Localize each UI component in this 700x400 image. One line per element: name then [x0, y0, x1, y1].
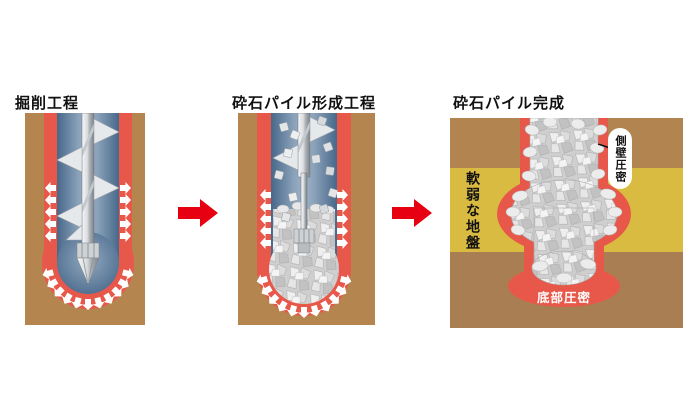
soft-ground-label: 軟弱な地盤	[465, 171, 481, 251]
arrow-right-icon	[392, 199, 432, 227]
drill-bit	[76, 242, 100, 285]
falling-gravel-stones	[274, 115, 339, 222]
panel-pile-formation	[238, 113, 375, 325]
bottom-compaction-label: 底部圧密	[536, 291, 591, 305]
arrow-right-icon	[178, 199, 218, 227]
panel-excavation	[25, 113, 145, 325]
panel3-title: 砕石パイル完成	[453, 95, 566, 112]
panel-pile-complete	[450, 118, 683, 328]
auger-illustration	[56, 113, 120, 285]
side-wall-compaction-label: 側壁圧密	[608, 128, 632, 189]
panel1-title: 掘削工程	[15, 95, 80, 112]
panel2-title: 砕石パイル形成工程	[232, 95, 377, 112]
gravel-pile-illustration	[505, 118, 623, 286]
